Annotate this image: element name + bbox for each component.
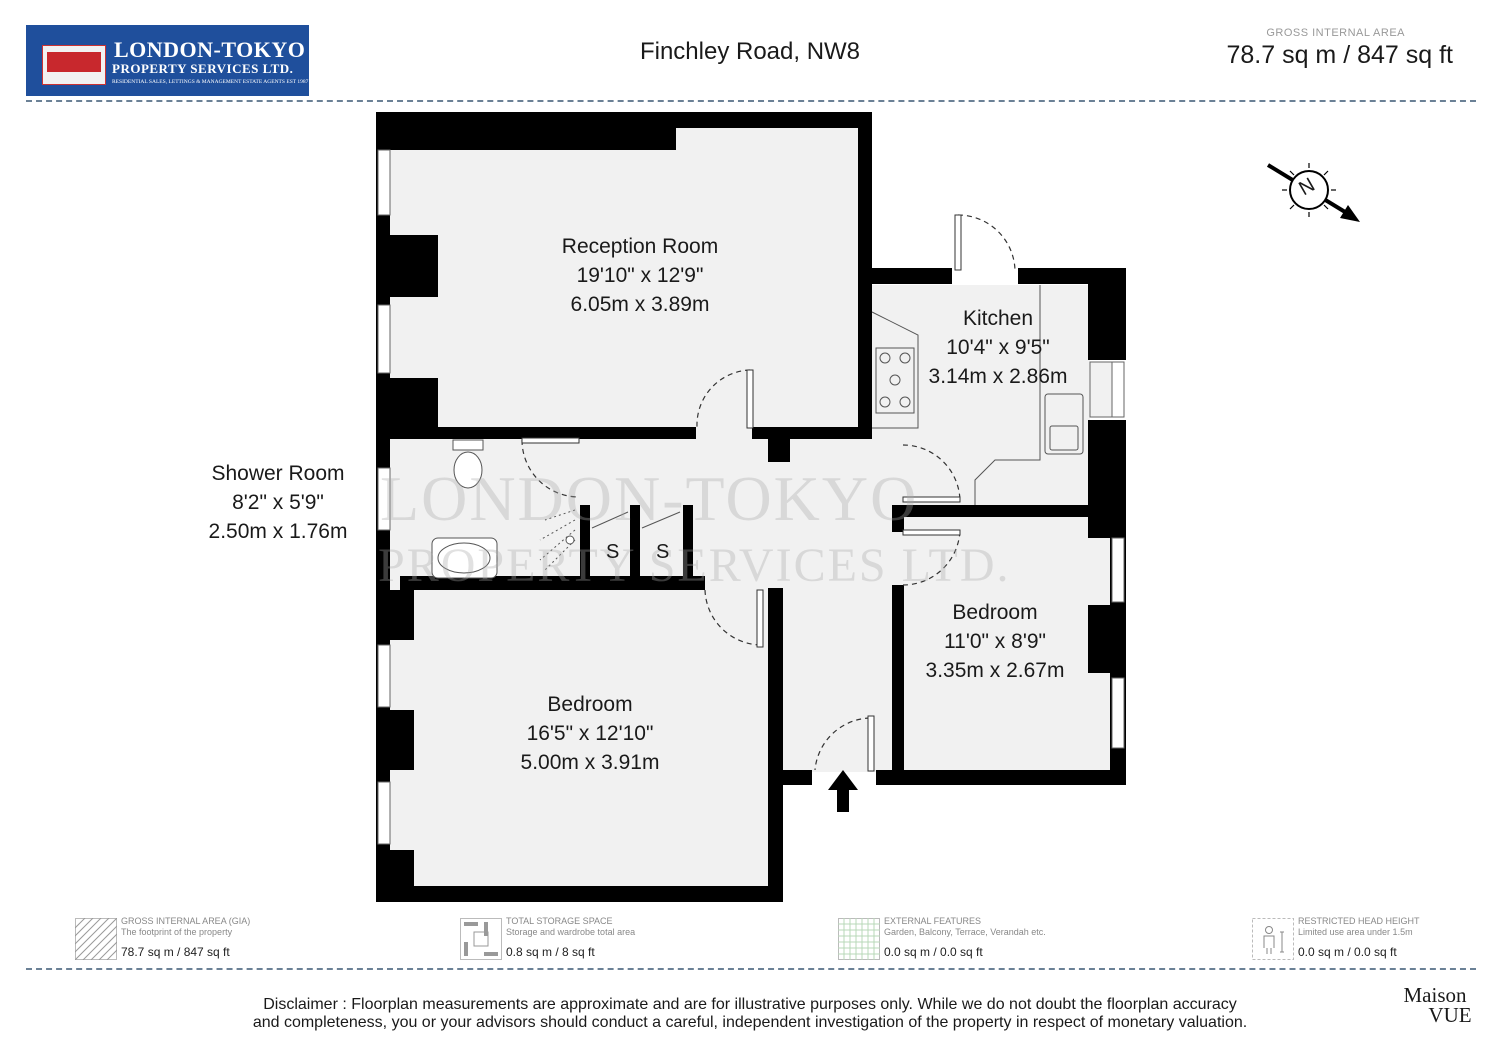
legend-gia: GROSS INTERNAL AREA (GIA) The footprint … — [75, 916, 375, 962]
logo-line1: LONDON-TOKYO — [114, 37, 306, 62]
room-label-kitchen: Kitchen 10'4" x 9'5" 3.14m x 2.86m — [898, 304, 1098, 391]
legend-title: RESTRICTED HEAD HEIGHT — [1298, 916, 1420, 926]
disclaimer-line2: and completeness, you or your advisors s… — [252, 1014, 1248, 1031]
room-name: Kitchen — [962, 307, 1034, 330]
disclaimer-line1: Disclaimer : Floorplan measurements are … — [263, 996, 1237, 1013]
watermark-line1: LONDON-TOKYO — [380, 463, 919, 534]
entrance-arrow — [828, 770, 858, 812]
property-address: Finchley Road, NW8 — [639, 38, 861, 65]
company-logo: LONDON-TOKYO PROPERTY SERVICES LTD. RESI… — [26, 25, 309, 96]
windows — [377, 149, 1125, 845]
storage-pattern-icon — [460, 918, 502, 960]
door-swings — [521, 214, 1016, 771]
legend-value: 0.8 sq m / 8 sq ft — [506, 945, 595, 959]
room-name: Reception Room — [561, 235, 719, 258]
room-imperial: 11'0" x 8'9" — [944, 630, 1046, 653]
room-name: Bedroom — [952, 601, 1038, 624]
brand-line2: VUE — [1428, 1003, 1472, 1027]
room-metric: 3.35m x 2.67m — [925, 659, 1065, 682]
room-label-reception: Reception Room 19'10" x 12'9" 6.05m x 3.… — [490, 232, 790, 319]
legend-restricted: RESTRICTED HEAD HEIGHT Limited use area … — [1252, 916, 1492, 962]
legend-desc: Limited use area under 1.5m — [1298, 927, 1413, 937]
legend-title: TOTAL STORAGE SPACE — [506, 916, 613, 926]
room-label-bedroom-right: Bedroom 11'0" x 8'9" 3.35m x 2.67m — [895, 598, 1095, 685]
legend-desc: The footprint of the property — [121, 927, 233, 937]
room-metric: 2.50m x 1.76m — [208, 520, 348, 543]
legend-title: EXTERNAL FEATURES — [884, 916, 982, 926]
room-name: Bedroom — [547, 693, 633, 716]
compass-icon — [1266, 163, 1360, 222]
grid-pattern-icon — [838, 918, 880, 960]
legend-external: EXTERNAL FEATURES Garden, Balcony, Terra… — [838, 916, 1138, 962]
legend-desc: Storage and wardrobe total area — [506, 927, 636, 937]
room-imperial: 8'2" x 5'9" — [232, 491, 324, 514]
room-metric: 5.00m x 3.91m — [520, 751, 660, 774]
room-label-shower: Shower Room 8'2" x 5'9" 2.50m x 1.76m — [188, 459, 368, 546]
footer-divider — [26, 968, 1476, 970]
legend-storage: TOTAL STORAGE SPACE Storage and wardrobe… — [460, 916, 760, 962]
kitchen-fittings — [871, 285, 1084, 505]
room-imperial: 10'4" x 9'5" — [946, 336, 1050, 359]
legend-desc: Garden, Balcony, Terrace, Verandah etc. — [884, 927, 1046, 937]
room-imperial: 19'10" x 12'9" — [576, 264, 704, 287]
hatch-icon — [75, 918, 117, 960]
legend-value: 78.7 sq m / 847 sq ft — [121, 945, 230, 959]
person-icon — [1252, 918, 1294, 960]
gia-header-label: GROSS INTERNAL AREA — [1266, 27, 1405, 39]
brand-logo: Maison VUE — [1390, 983, 1480, 1027]
logo-line2: PROPERTY SERVICES LTD. — [112, 61, 294, 76]
header-divider — [26, 100, 1476, 102]
logo-crest — [42, 45, 106, 85]
storage-mark: S — [656, 541, 670, 563]
room-metric: 6.05m x 3.89m — [570, 293, 710, 316]
disclaimer: Disclaimer : Floorplan measurements are … — [100, 996, 1400, 1032]
room-label-bedroom-main: Bedroom 16'5" x 12'10" 5.00m x 3.91m — [480, 690, 700, 777]
legend-value: 0.0 sq m / 0.0 sq ft — [884, 945, 983, 959]
logo-line3: RESIDENTIAL SALES, LETTINGS & MANAGEMENT… — [112, 79, 309, 85]
gia-header-value: 78.7 sq m / 847 sq ft — [1226, 41, 1453, 69]
doors — [521, 214, 962, 772]
storage-cupboards — [591, 511, 681, 529]
legend-value: 0.0 sq m / 0.0 sq ft — [1298, 945, 1397, 959]
brand-line1: Maison — [1403, 983, 1467, 1007]
storage-mark: S — [606, 541, 620, 563]
room-metric: 3.14m x 2.86m — [928, 365, 1068, 388]
room-imperial: 16'5" x 12'10" — [526, 722, 654, 745]
legend-title: GROSS INTERNAL AREA (GIA) — [121, 916, 251, 926]
room-name: Shower Room — [211, 462, 345, 485]
bathroom-fittings — [431, 439, 576, 579]
watermark-line2: PROPERTY SERVICES LTD. — [378, 539, 1011, 592]
